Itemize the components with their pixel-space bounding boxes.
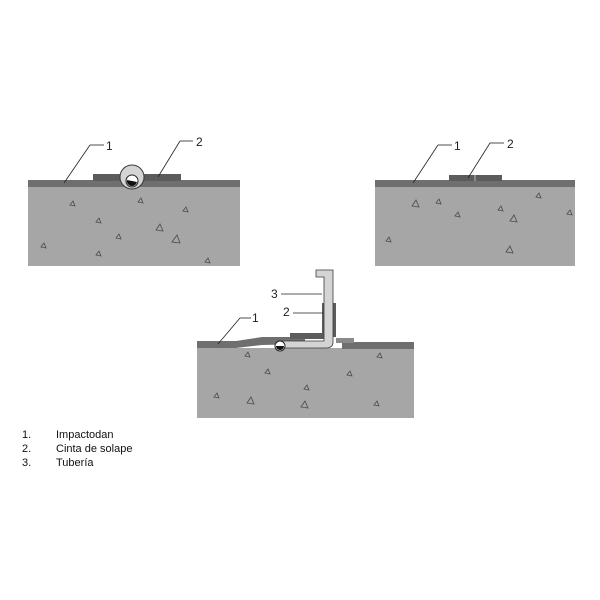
callout-1: 1 — [454, 139, 461, 153]
callout-3: 3 — [271, 287, 278, 301]
callout-2: 2 — [196, 135, 203, 149]
pipe-core-shade — [126, 180, 137, 187]
detail-bottom: 3 2 1 — [197, 269, 414, 418]
pipe-section-shade — [276, 346, 284, 350]
callout-2: 2 — [507, 137, 514, 151]
impactodan-layer — [197, 337, 305, 348]
pipe-cap — [336, 338, 354, 343]
legend: 1. Impactodan 2. Cinta de solape 3. Tube… — [22, 428, 132, 470]
concrete-slab — [28, 186, 240, 266]
callout-2: 2 — [283, 305, 290, 319]
legend-number: 2. — [22, 443, 32, 455]
legend-number: 1. — [22, 429, 32, 441]
overlap-tape-low — [290, 333, 330, 339]
leader-line-2 — [157, 140, 181, 178]
callout-1: 1 — [252, 311, 259, 325]
legend-label: Cinta de solape — [56, 443, 133, 455]
legend-number: 3. — [22, 457, 32, 469]
leader-line-1 — [217, 317, 241, 345]
callout-1: 1 — [106, 139, 113, 153]
concrete-slab — [197, 348, 414, 418]
impactodan-layer-right — [342, 342, 414, 349]
detail-top-left: 1 2 — [28, 135, 240, 266]
legend-item-tuberia: 3. Tubería — [22, 456, 132, 470]
concrete-slab — [375, 186, 575, 266]
legend-label: Impactodan — [56, 429, 114, 441]
leader-line-1 — [412, 144, 439, 184]
legend-item-cinta-de-solape: 2. Cinta de solape — [22, 442, 132, 456]
pipe — [277, 269, 334, 349]
legend-item-impactodan: 1. Impactodan — [22, 428, 132, 442]
concrete-aggregate — [213, 351, 383, 409]
concrete-aggregate — [385, 192, 573, 254]
concrete-aggregate — [40, 197, 211, 264]
leader-line-2 — [467, 142, 491, 179]
leader-line-1 — [63, 144, 91, 184]
detail-top-right: 1 2 — [375, 137, 575, 266]
impactodan-layer — [375, 180, 575, 187]
legend-label: Tubería — [56, 457, 94, 469]
